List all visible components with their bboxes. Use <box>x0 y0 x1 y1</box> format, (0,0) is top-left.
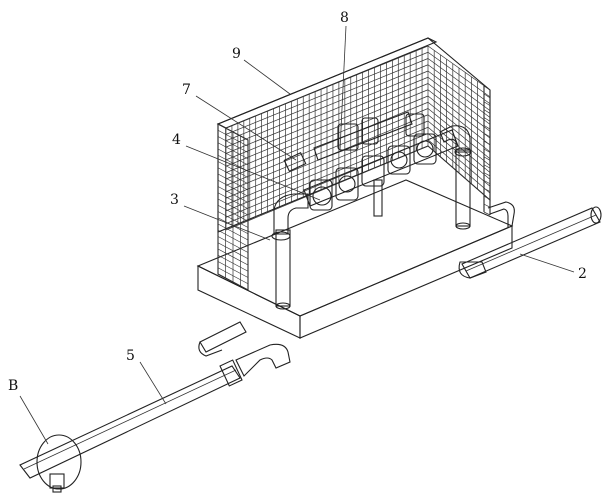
label-b: B <box>8 378 18 394</box>
callouts: 8 9 7 4 3 5 2 B <box>8 10 587 445</box>
mesh-wire <box>483 180 491 185</box>
mesh-wire <box>427 139 491 194</box>
label-7: 7 <box>182 82 191 98</box>
label-2: 2 <box>578 266 587 282</box>
support-posts <box>275 149 471 310</box>
mesh-wire <box>483 101 491 106</box>
mesh-wire <box>217 123 249 141</box>
mesh-wire <box>217 204 249 222</box>
mesh-wire <box>483 148 491 153</box>
mesh-wire <box>483 164 491 169</box>
mesh-wire <box>225 126 429 212</box>
mesh-wire <box>217 248 249 266</box>
mesh-wire <box>217 242 249 260</box>
mesh-wire <box>217 229 249 247</box>
mesh-wire <box>225 108 429 193</box>
label-4: 4 <box>172 132 181 148</box>
mesh-wire <box>217 267 249 285</box>
mesh-wire <box>483 125 491 130</box>
mesh-wire <box>483 93 491 99</box>
mesh-wire <box>217 273 249 291</box>
mesh-wire <box>427 70 491 118</box>
mesh-wire <box>483 195 491 200</box>
mesh-wire <box>427 51 491 98</box>
mesh-wire <box>217 148 249 166</box>
mesh-wire <box>225 83 429 167</box>
mesh-wire <box>225 58 429 142</box>
label-8: 8 <box>340 10 349 26</box>
mesh-wire <box>427 120 491 173</box>
mesh-wire <box>225 51 429 135</box>
mesh-wire <box>217 179 249 197</box>
mesh-wire <box>483 188 491 192</box>
mesh-wire <box>225 45 429 129</box>
mesh-wire <box>225 101 429 186</box>
mesh-wire <box>427 101 491 153</box>
mesh-wire <box>427 89 491 139</box>
label-9: 9 <box>232 46 241 62</box>
mesh-wire <box>217 236 249 253</box>
base-slab <box>196 179 514 339</box>
mesh-wire <box>483 172 491 177</box>
mesh-cage <box>216 37 491 291</box>
mesh-wire <box>225 133 429 218</box>
mesh-wire <box>483 109 491 114</box>
mesh-wire <box>217 161 249 178</box>
mesh-wire <box>217 223 249 241</box>
valve-assembly <box>271 111 472 241</box>
mesh-wire <box>217 173 249 191</box>
pipe-2 <box>458 201 602 279</box>
mesh-wire <box>427 95 491 146</box>
label-5: 5 <box>126 348 135 364</box>
mesh-wire <box>217 136 249 153</box>
mesh-wire <box>225 70 429 154</box>
mesh-wire <box>483 211 491 216</box>
mesh-wire <box>427 133 491 187</box>
mesh-wire <box>225 64 429 148</box>
mesh-wire <box>427 58 491 105</box>
mesh-wire <box>483 117 491 122</box>
pipe-5 <box>19 321 291 479</box>
mesh-wire <box>217 142 249 160</box>
mesh-wire <box>217 186 249 203</box>
mesh-wire <box>483 140 491 145</box>
mesh-wire <box>427 76 491 125</box>
mesh-wire <box>427 108 491 160</box>
mesh-wire <box>427 114 491 166</box>
mesh-wire <box>483 203 491 208</box>
mesh-wire <box>483 132 491 138</box>
mesh-wire <box>483 85 491 91</box>
mesh-wire <box>217 211 249 228</box>
mesh-wire <box>427 83 491 132</box>
mesh-wire <box>225 95 429 180</box>
mesh-wire <box>217 129 249 147</box>
mesh-wire <box>217 254 249 272</box>
mesh-wire <box>483 156 491 161</box>
mesh-wire <box>217 261 249 278</box>
mesh-wire <box>225 89 429 173</box>
mesh-wire <box>225 120 429 205</box>
mesh-wire <box>225 76 429 161</box>
label-3: 3 <box>170 192 179 208</box>
mesh-wire <box>427 145 491 201</box>
detail-b-circle <box>36 434 82 493</box>
mesh-wire <box>217 192 249 210</box>
mesh-wire <box>217 198 249 216</box>
mesh-wire <box>217 167 249 185</box>
mesh-wire <box>427 64 491 111</box>
mesh-wire <box>427 45 491 91</box>
